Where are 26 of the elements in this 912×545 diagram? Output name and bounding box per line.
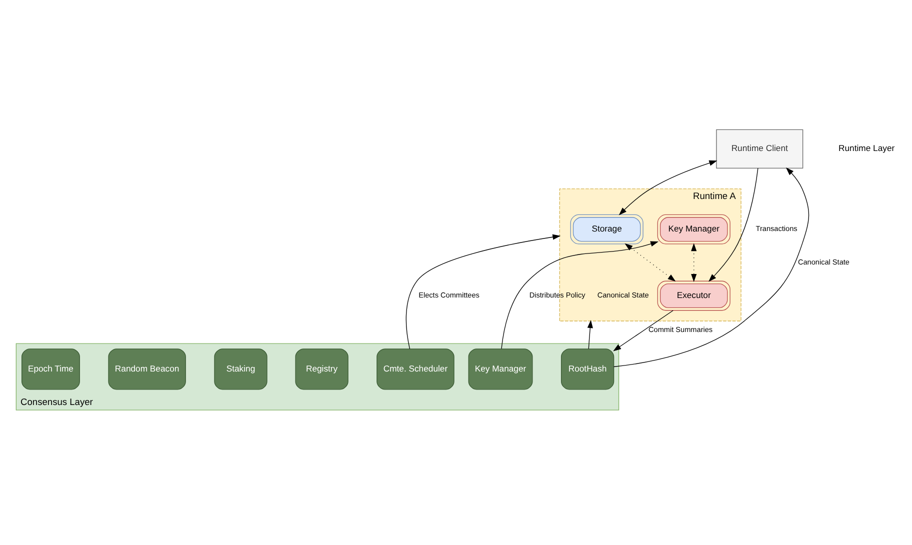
- node-box: Cmte. Scheduler: [376, 348, 454, 390]
- arrow: [624, 243, 676, 282]
- edge-label: Transactions: [756, 224, 798, 234]
- node-box: RootHash: [560, 348, 614, 390]
- arrow: [501, 241, 659, 350]
- node-box: Registry: [295, 348, 348, 390]
- node-box: Epoch Time: [22, 348, 80, 390]
- arrow: [613, 168, 810, 368]
- node-box: Runtime Client: [716, 129, 804, 169]
- arrow: [406, 234, 561, 350]
- arrow: [691, 243, 697, 282]
- edge-label: Canonical State: [597, 290, 649, 300]
- node-box: Key Manager: [468, 348, 533, 390]
- node-box: Staking: [214, 348, 268, 390]
- edge-label: Commit Summaries: [648, 325, 713, 334]
- node-box: Storage: [570, 214, 644, 244]
- edge-label: Distributes Policy: [529, 290, 586, 300]
- arrow: [587, 320, 593, 350]
- node-box: Key Manager: [657, 214, 730, 244]
- arrow: [618, 160, 718, 216]
- edge-label: Canonical State: [798, 257, 850, 266]
- node-box: Executor: [657, 280, 730, 311]
- node-box: Random Beacon: [108, 348, 186, 390]
- label: Runtime Layer: [838, 143, 895, 154]
- edge-label: Elects Committees: [418, 290, 480, 300]
- arrow: [708, 168, 758, 282]
